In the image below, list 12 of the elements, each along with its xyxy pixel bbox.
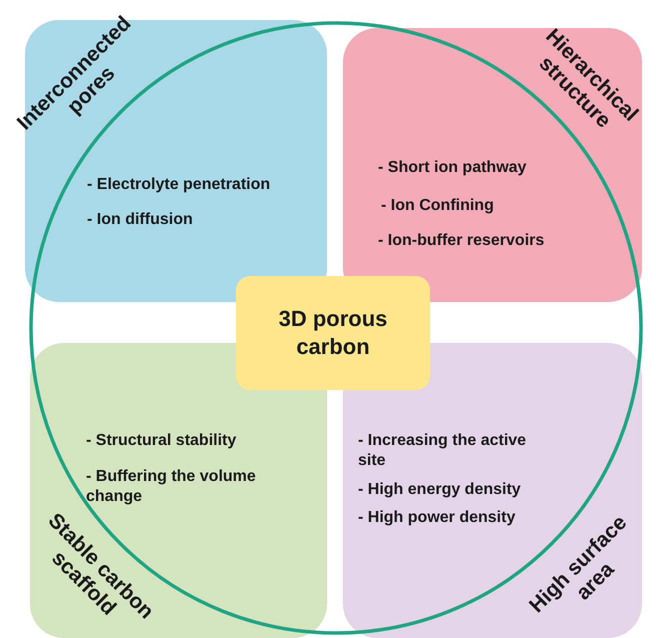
bullet-text: - High power density <box>358 508 516 528</box>
bullet-text: - High energy density <box>358 480 522 500</box>
bullet-text: - Increasing the active site <box>358 431 528 471</box>
quadrant-panel <box>343 28 642 302</box>
bullet-text: - Ion diffusion <box>87 210 194 230</box>
bullet-text: - Ion Confining <box>381 196 495 216</box>
bullet-text: - Ion-buffer reservoirs <box>378 231 546 251</box>
bullet-text: - Buffering the volume change <box>86 467 257 507</box>
center-box: 3D porous carbon <box>236 276 430 390</box>
bullet-text: - Electrolyte penetration <box>87 175 272 195</box>
bullet-text: - Short ion pathway <box>378 158 528 178</box>
bullet-text: - Structural stability <box>86 431 238 451</box>
